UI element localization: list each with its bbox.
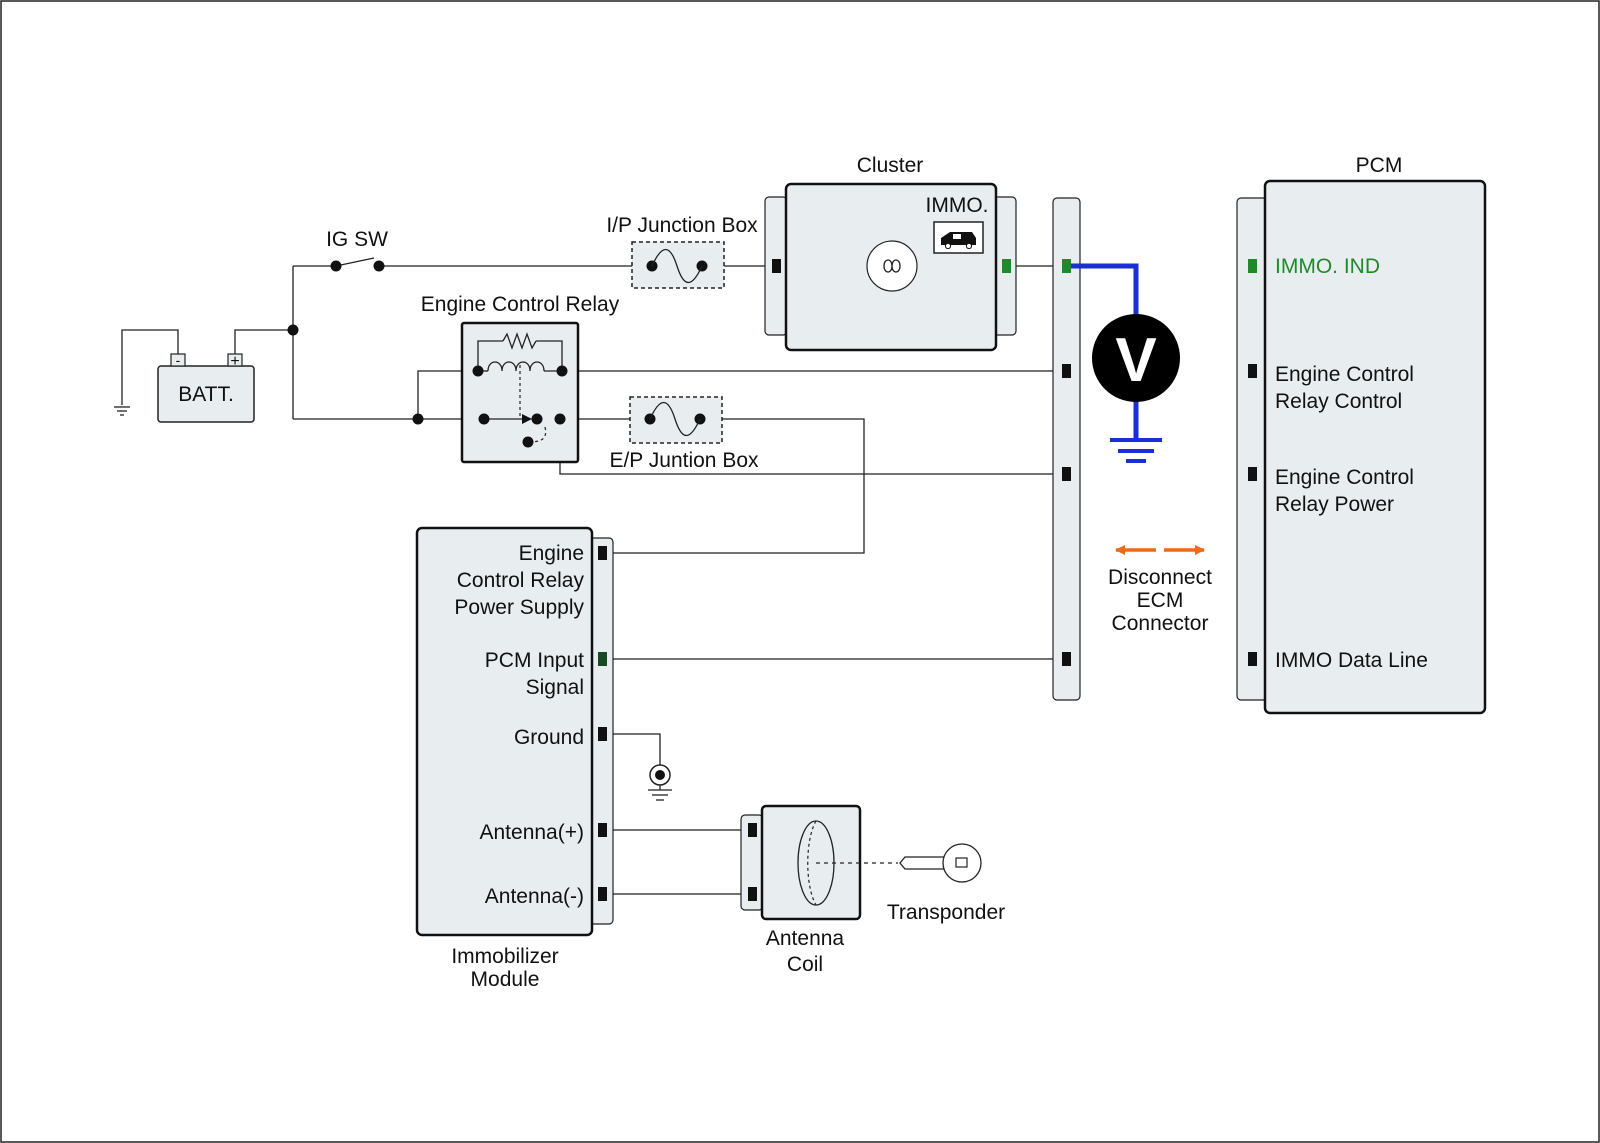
immobilizer-module: Engine Control Relay Power Supply PCM In… bbox=[415, 526, 614, 991]
immo-pin-relay-supply-2: Control Relay bbox=[457, 569, 585, 592]
voltmeter-body bbox=[1092, 314, 1180, 402]
pcm-box bbox=[1263, 179, 1487, 715]
voltmeter-symbol: V bbox=[1115, 326, 1156, 395]
chassis-ground-icon bbox=[648, 764, 672, 801]
ip-junction-box-label: I/P Junction Box bbox=[606, 214, 758, 237]
cluster: Cluster IMMO. bbox=[764, 154, 1017, 352]
transponder-key-icon bbox=[899, 843, 982, 883]
ignition-switch: IG SW bbox=[326, 228, 388, 272]
cluster-immo-ind-pin bbox=[1002, 259, 1011, 273]
immo-pin-pcm-input-2: Signal bbox=[526, 676, 584, 699]
ip-junction-box-outline bbox=[631, 241, 725, 289]
disconnect-line-1: Disconnect bbox=[1108, 566, 1212, 589]
pcm-pin-relay-control-1: Engine Control bbox=[1275, 363, 1414, 386]
car-icon bbox=[941, 232, 976, 250]
pcm-pin-relay-control-2: Relay Control bbox=[1275, 390, 1402, 413]
immobilizer-label-1: Immobilizer bbox=[451, 945, 558, 968]
pcm-pin-immo-ind: IMMO. IND bbox=[1275, 255, 1380, 278]
immo-pin-relay-supply-1: Engine bbox=[519, 542, 584, 565]
immo-pin-relay-supply-3: Power Supply bbox=[454, 596, 584, 619]
battery-negative-sign: - bbox=[176, 352, 181, 368]
pcm: PCM IMMO. IND Engine Control Relay Contr… bbox=[1236, 154, 1487, 715]
harness-immo-ind-pin bbox=[1062, 259, 1071, 273]
ep-fuse-icon bbox=[649, 401, 701, 437]
relay-coil-icon bbox=[487, 361, 545, 372]
ep-junction-box-label: E/P Juntion Box bbox=[609, 449, 759, 472]
immo-pin-antenna-minus: Antenna(-) bbox=[485, 885, 584, 908]
battery-negative-terminal bbox=[170, 353, 186, 367]
ep-junction-box: E/P Juntion Box bbox=[609, 396, 759, 472]
pcm-pin-relay-power-1: Engine Control bbox=[1275, 466, 1414, 489]
battery-label: BATT. bbox=[178, 383, 234, 406]
immobilizer-label-2: Module bbox=[471, 968, 540, 991]
bus-junction-relay bbox=[412, 413, 424, 425]
battery-body bbox=[157, 365, 255, 423]
antenna-coil: Antenna Coil bbox=[740, 804, 898, 976]
pcm-pin-immo-data-line: IMMO Data Line bbox=[1275, 649, 1428, 672]
relay-label: Engine Control Relay bbox=[421, 293, 620, 316]
ip-fuse-icon bbox=[651, 248, 703, 284]
immo-pin-ground: Ground bbox=[514, 726, 584, 749]
ecm-harness-connector bbox=[1052, 197, 1081, 701]
engine-control-relay: Engine Control Relay bbox=[421, 293, 620, 464]
immo-pin-pcm-input-1: PCM Input bbox=[485, 649, 584, 672]
antenna-coil-label-1: Antenna bbox=[766, 927, 845, 950]
disconnect-line-2: ECM bbox=[1137, 589, 1184, 612]
pcm-connector-strip bbox=[1236, 197, 1268, 701]
ignition-switch-label: IG SW bbox=[326, 228, 388, 251]
ip-junction-box: I/P Junction Box bbox=[606, 214, 758, 289]
immo-label: IMMO. bbox=[926, 194, 989, 217]
battery-positive-sign: + bbox=[230, 353, 239, 370]
voltmeter-probe-wire bbox=[1071, 263, 1139, 316]
battery-positive-terminal bbox=[227, 353, 243, 367]
transponder-label: Transponder bbox=[887, 901, 1005, 924]
immo-pin-antenna-plus: Antenna(+) bbox=[480, 821, 585, 844]
disconnect-indicator: Disconnect ECM Connector bbox=[1108, 545, 1212, 635]
ecm-harness-strip bbox=[1052, 197, 1081, 701]
pcm-immo-ind-pin bbox=[1248, 259, 1257, 273]
battery: - + BATT. bbox=[157, 352, 255, 423]
pcm-pin-relay-power-2: Relay Power bbox=[1275, 493, 1394, 516]
immobilizer-box bbox=[415, 526, 594, 937]
relay-box bbox=[460, 321, 580, 464]
bus-junction-top bbox=[287, 324, 299, 336]
voltmeter: V bbox=[1071, 263, 1180, 463]
cluster-label: Cluster bbox=[857, 154, 924, 177]
antenna-coil-label-2: Coil bbox=[787, 953, 823, 976]
disconnect-line-3: Connector bbox=[1112, 612, 1209, 635]
pcm-label: PCM bbox=[1356, 154, 1403, 177]
